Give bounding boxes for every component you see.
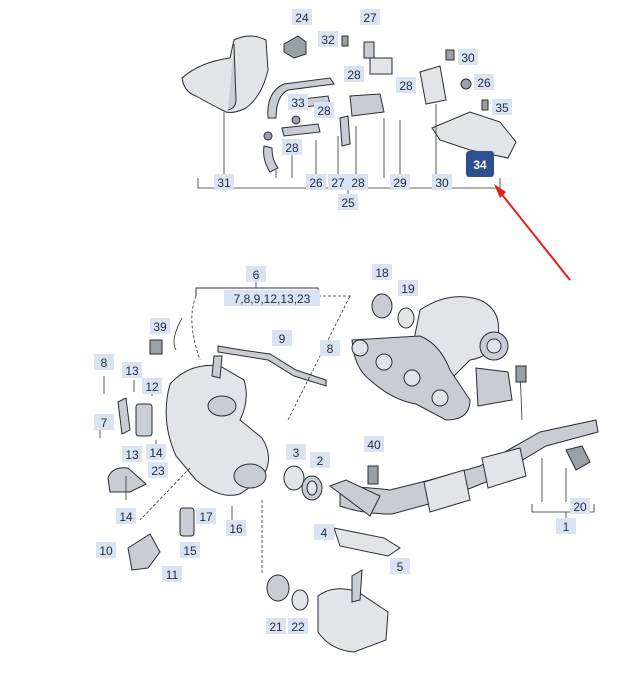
nut-26 bbox=[460, 78, 472, 90]
label-31: 31 bbox=[217, 176, 231, 190]
bracket-23 bbox=[107, 467, 147, 493]
label-28-e: 28 bbox=[351, 176, 365, 190]
label-25: 25 bbox=[341, 196, 355, 210]
sensor-39-mount bbox=[211, 355, 223, 379]
label-6: 6 bbox=[253, 268, 260, 282]
highlight-34-box[interactable] bbox=[466, 151, 494, 177]
sensor-39 bbox=[149, 339, 163, 355]
gasket-3 bbox=[283, 465, 305, 491]
clamp-18 bbox=[371, 293, 393, 319]
pipe-29 bbox=[349, 93, 385, 117]
sensor-27 bbox=[363, 41, 375, 59]
heat-shield bbox=[181, 35, 269, 113]
red-arrow bbox=[494, 184, 571, 281]
label-14: 14 bbox=[119, 510, 133, 524]
bracket-24 bbox=[283, 35, 307, 59]
label-group-6: 7,8,9,12,13,23 bbox=[234, 292, 311, 306]
bottom-labels: 6 7,8,9,12,13,23 18 19 39 9 8 8 13 12 7 … bbox=[94, 264, 590, 634]
label-20: 20 bbox=[573, 500, 587, 514]
label-16: 16 bbox=[229, 522, 243, 536]
heat-shield-34 bbox=[431, 111, 517, 159]
label-9: 9 bbox=[279, 332, 286, 346]
downpipe-stub bbox=[351, 569, 363, 603]
label-30-top: 30 bbox=[461, 51, 475, 65]
hanger-20 bbox=[565, 445, 591, 471]
label-8-left: 8 bbox=[101, 356, 108, 370]
label-19: 19 bbox=[401, 282, 415, 296]
label-3: 3 bbox=[293, 446, 300, 460]
pressure-sensor bbox=[369, 57, 393, 75]
label-2: 2 bbox=[317, 454, 324, 468]
label-18: 18 bbox=[375, 266, 389, 280]
label-30: 30 bbox=[435, 176, 449, 190]
lambda-sensor bbox=[515, 365, 527, 383]
label-22: 22 bbox=[291, 620, 305, 634]
turbo-outlet-bore bbox=[486, 338, 502, 354]
sensor-40 bbox=[367, 465, 379, 485]
label-28-a: 28 bbox=[347, 68, 361, 82]
label-11: 11 bbox=[166, 568, 179, 582]
label-12: 12 bbox=[145, 380, 159, 394]
bracket-10 bbox=[127, 533, 161, 571]
label-7: 7 bbox=[101, 416, 108, 430]
pipe-7 bbox=[117, 397, 131, 435]
label-26-top: 26 bbox=[477, 76, 491, 90]
label-28-b: 28 bbox=[399, 79, 413, 93]
ring-19 bbox=[397, 307, 415, 329]
label-1: 1 bbox=[563, 520, 570, 534]
ring-22 bbox=[291, 589, 309, 611]
bracket-15 bbox=[179, 507, 195, 537]
label-24: 24 bbox=[295, 11, 309, 25]
label-14-top: 14 bbox=[149, 446, 163, 460]
clamp-a bbox=[263, 131, 273, 141]
flex-front bbox=[328, 479, 381, 517]
pipe-9 bbox=[217, 345, 327, 387]
label-34[interactable]: 34 bbox=[473, 158, 487, 172]
bracket-12 bbox=[135, 403, 153, 437]
label-40: 40 bbox=[367, 438, 381, 452]
label-4: 4 bbox=[321, 526, 328, 540]
nut-30 bbox=[445, 49, 455, 61]
cat-outlet bbox=[233, 463, 267, 489]
label-15: 15 bbox=[183, 544, 197, 558]
top-labels: 24 27 32 30 28 28 26 33 28 35 28 34 31 2… bbox=[214, 9, 512, 210]
bracket-30 bbox=[419, 65, 447, 105]
label-8-right: 8 bbox=[327, 342, 334, 356]
clamp-b bbox=[291, 115, 301, 125]
bracket-4 bbox=[333, 527, 401, 557]
label-23: 23 bbox=[151, 464, 165, 478]
label-27: 27 bbox=[363, 11, 377, 25]
label-33: 33 bbox=[291, 96, 305, 110]
label-13: 13 bbox=[125, 364, 139, 378]
bolt-35 bbox=[481, 99, 489, 111]
hose-upper bbox=[267, 77, 335, 119]
label-26: 26 bbox=[309, 176, 323, 190]
silencer-middle bbox=[423, 469, 471, 513]
top-assembly bbox=[181, 35, 517, 196]
pipe-28-vertical bbox=[339, 115, 351, 147]
label-5: 5 bbox=[397, 560, 404, 574]
clamp-21 bbox=[266, 574, 290, 602]
label-10: 10 bbox=[99, 544, 113, 558]
label-29: 29 bbox=[393, 176, 407, 190]
label-21: 21 bbox=[269, 620, 283, 634]
label-32: 32 bbox=[321, 33, 335, 47]
label-13-bottom: 13 bbox=[125, 448, 139, 462]
label-28-c: 28 bbox=[317, 104, 331, 118]
silencer-front bbox=[481, 447, 527, 489]
bottom-assembly bbox=[99, 280, 599, 653]
label-27-bottom: 27 bbox=[331, 176, 345, 190]
label-35: 35 bbox=[495, 101, 509, 115]
hose-28 bbox=[281, 123, 321, 137]
bolt-32 bbox=[341, 35, 349, 47]
cat-inlet bbox=[207, 395, 237, 417]
label-28-d: 28 bbox=[285, 141, 299, 155]
hose-lower bbox=[263, 145, 279, 173]
label-17: 17 bbox=[199, 510, 213, 524]
bellows bbox=[475, 367, 513, 407]
label-39: 39 bbox=[153, 320, 167, 334]
downpipe bbox=[317, 588, 389, 653]
